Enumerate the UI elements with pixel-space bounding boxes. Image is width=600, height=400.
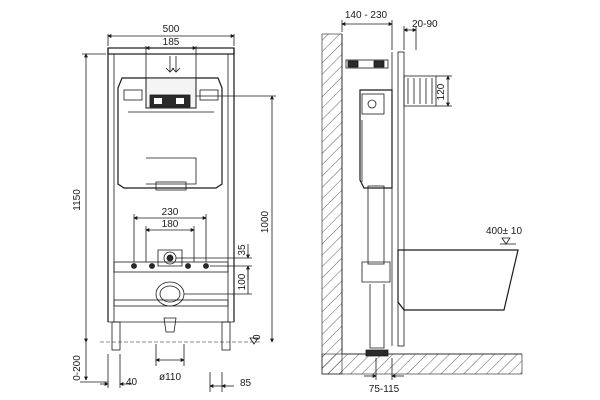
- dim-foot-adjust: 0-200: [72, 342, 108, 383]
- dim-35-label: 35: [237, 244, 248, 256]
- dim-1150-label: 1150: [72, 189, 83, 211]
- dim-width-total: 500: [107, 24, 235, 46]
- dim-front-depth: 20-90: [403, 19, 438, 50]
- dim-185-label: 185: [163, 37, 180, 48]
- dim-wall-depth: 140 - 230: [341, 10, 393, 50]
- dim-height-120: 120: [436, 75, 452, 107]
- dim-offset-100: 100: [184, 266, 252, 295]
- cistern-tank: [117, 56, 223, 191]
- dim-foot-40: 40: [100, 354, 138, 388]
- frame-profile: [345, 51, 437, 347]
- dim-110-label: ø110: [159, 372, 181, 383]
- dim-230-label: 230: [162, 207, 179, 218]
- flush-arrow-icon: [165, 56, 175, 73]
- floor-reference: 0: [100, 334, 263, 345]
- dim-zero-label: 0: [252, 334, 263, 340]
- wall-section: [321, 33, 523, 375]
- frame-rails: [107, 47, 235, 323]
- dim-100-label: 100: [237, 273, 248, 290]
- dim-height-total: 1150: [72, 53, 106, 343]
- side-view: 140 - 230 20-90 120 400± 10: [321, 10, 523, 395]
- dim-140-230-label: 140 - 230: [345, 10, 388, 21]
- dim-20-90-label: 20-90: [412, 19, 438, 30]
- dim-75-115-label: 75-115: [369, 384, 400, 395]
- dim-drain-dia: ø110: [155, 344, 185, 383]
- cistern-side: [359, 89, 393, 357]
- dim-180-label: 180: [162, 219, 179, 230]
- dim-400-label: 400± 10: [486, 226, 523, 237]
- dim-0-200-label: 0-200: [72, 355, 83, 381]
- dim-1000-label: 1000: [260, 210, 271, 233]
- dim-120-label: 120: [436, 83, 447, 100]
- dim-bottom-depth: 75-115: [364, 358, 404, 395]
- dim-500-label: 500: [163, 24, 180, 35]
- dim-width-top: 185: [145, 37, 197, 78]
- dim-40-label: 40: [126, 377, 138, 388]
- wc-bowl: [397, 249, 519, 311]
- dim-foot-85: 85: [209, 372, 252, 392]
- dim-bowl-height: 400± 10: [486, 226, 523, 245]
- dim-85-label: 85: [240, 378, 252, 389]
- dim-height-tank: 100 0: [196, 95, 276, 343]
- front-view: 500 185 230 180 1150: [72, 24, 276, 392]
- outlet-assembly: [111, 249, 231, 351]
- dim-pipe-spacing: 230 180: [133, 207, 207, 262]
